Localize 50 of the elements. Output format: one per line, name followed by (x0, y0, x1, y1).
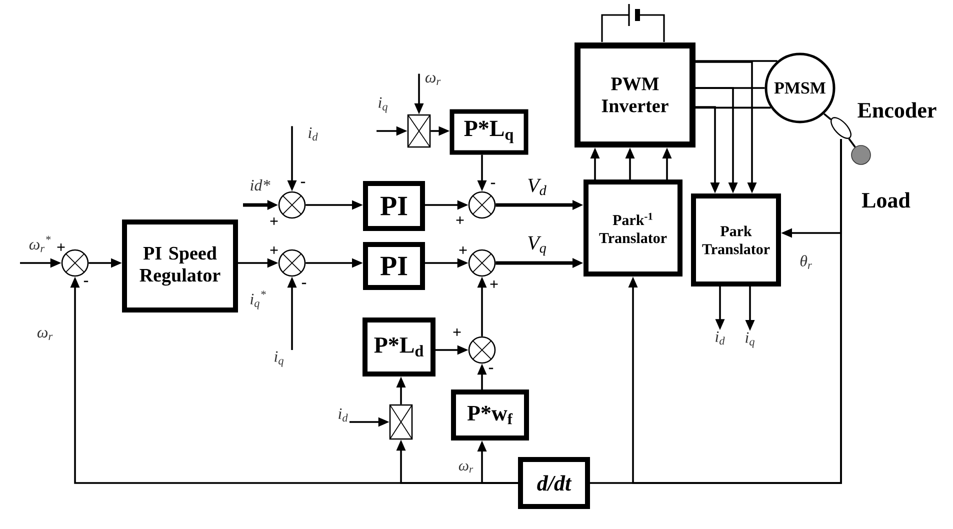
signal-label: i$_{d}$ (716, 331, 725, 345)
sign-label: - (490, 182, 496, 184)
connector-line (696, 60, 778, 62)
signal-label: i$_{d}$ (338, 408, 348, 422)
sign-label: - (488, 368, 494, 370)
sign-label: - (300, 182, 306, 184)
device-label: Encoder (858, 102, 936, 118)
connector-line (590, 139, 842, 484)
gain-box: P*w$_{f}$ (451, 390, 529, 440)
connector-line (696, 106, 771, 109)
transform-box: Park$^{-1}$ Translator (584, 180, 682, 276)
signal-label: ω$_{r}$ (425, 74, 441, 86)
sign-label: + (57, 243, 65, 251)
sign-label: + (270, 217, 278, 225)
sign-label: + (459, 246, 467, 254)
signal-label: i$_{q}$ (274, 351, 284, 367)
edge-label: θ$_{r}$ (798, 254, 814, 270)
controller-box: PI (363, 242, 425, 290)
transform-box: Park Translator (691, 194, 781, 286)
summing-junction (468, 336, 496, 364)
controller-box: PI Speed Regulator (122, 220, 238, 312)
derivative-box: d/dt (518, 457, 590, 509)
controller-box: PI (363, 181, 425, 231)
gain-box: P*L$_{q}$ (450, 109, 528, 155)
shaft-line (848, 138, 856, 148)
edge-label: ω$_{r}$ (457, 462, 475, 474)
inverter-box: PWM Inverter (574, 42, 696, 148)
edge-label: ω$_{r}$* (28, 234, 52, 254)
sign-label: - (302, 282, 306, 284)
signal-label: i$_{d}$ (308, 127, 318, 141)
summing-junction (468, 191, 496, 219)
edge-label: V$_{q}$ (526, 235, 548, 257)
device-label: Load (862, 192, 910, 208)
shaft-line (823, 113, 832, 120)
signal-label: i$_{q}$ (746, 332, 754, 348)
multiplier-box (407, 114, 431, 148)
edge-label: i$_{q}$* (248, 290, 268, 310)
sign-label: + (453, 328, 461, 336)
summing-junction (278, 191, 306, 219)
sign-label: + (456, 216, 464, 224)
edge-label: ω$_{r}$ (36, 328, 54, 342)
multiplier-box (389, 404, 413, 440)
signal-label: i$_{q}$ (378, 97, 388, 113)
summing-junction (468, 249, 496, 277)
summing-junction (278, 249, 306, 277)
sign-label: + (270, 246, 278, 254)
edge-label: V$_{d}$ (526, 178, 548, 196)
edge-label: id* (248, 178, 272, 192)
sign-label: + (490, 280, 498, 288)
gain-box: P*L$_{d}$ (362, 318, 436, 376)
